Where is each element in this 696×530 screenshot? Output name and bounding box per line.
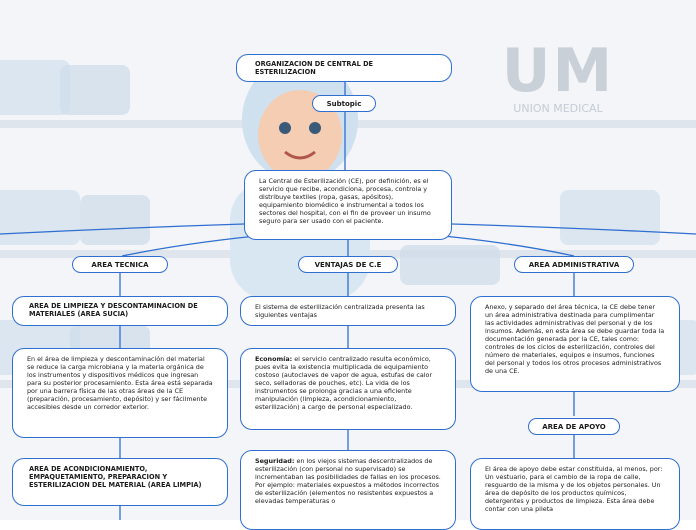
administrativa-description-node[interactable]: Anexo, y separado del área técnica, la C… — [470, 296, 680, 392]
area-limpia-title-node[interactable]: AREA DE ACONDICIONAMIENTO, EMPAQUETAMIEN… — [12, 458, 228, 506]
area-sucia-description-node[interactable]: En el área de limpieza y descontaminació… — [12, 348, 228, 438]
branch-area-tecnica[interactable]: AREA TECNICA — [72, 256, 168, 273]
subtopic-node[interactable]: Subtopic — [312, 95, 376, 112]
ventajas-intro-text: El sistema de esterilización centralizad… — [255, 303, 425, 319]
seguridad-node[interactable]: Seguridad: en los viejos sistemas descen… — [240, 450, 456, 530]
economia-node[interactable]: Economía: el servicio centralizado resul… — [240, 348, 456, 430]
branch-area-administrativa[interactable]: AREA ADMINISTRATIVA — [514, 256, 634, 273]
ventajas-intro-node[interactable]: El sistema de esterilización centralizad… — [240, 296, 456, 326]
branch-area-apoyo[interactable]: AREA DE APOYO — [528, 418, 620, 435]
administrativa-description: Anexo, y separado del área técnica, la C… — [485, 303, 665, 375]
logo-mark: UM — [501, 36, 615, 106]
root-topic-title: ORGANIZACION DE CENTRAL DE ESTERILIZACIO… — [255, 60, 374, 76]
area-sucia-description: En el área de limpieza y descontaminació… — [27, 355, 213, 411]
economia-text: el servicio centralizado resulta económi… — [255, 355, 433, 411]
area-limpia-title: AREA DE ACONDICIONAMIENTO, EMPAQUETAMIEN… — [29, 465, 202, 489]
apoyo-description-node[interactable]: El área de apoyo debe estar constituida,… — [470, 458, 680, 530]
area-sucia-title: AREA DE LIMPIEZA Y DESCONTAMINACION DE M… — [29, 302, 198, 318]
branch-area-apoyo-label: AREA DE APOYO — [542, 422, 606, 431]
branch-area-administrativa-label: AREA ADMINISTRATIVA — [528, 260, 620, 269]
branch-area-tecnica-label: AREA TECNICA — [91, 260, 149, 269]
branch-ventajas-label: VENTAJAS DE C.E — [314, 260, 382, 269]
subtopic-label: Subtopic — [326, 99, 362, 108]
union-medical-logo: UM UNION MEDICAL — [478, 40, 638, 120]
apoyo-description: El área de apoyo debe estar constituida,… — [485, 465, 663, 513]
branch-ventajas[interactable]: VENTAJAS DE C.E — [298, 256, 398, 273]
seguridad-label: Seguridad: — [255, 457, 295, 465]
logo-text: UNION MEDICAL — [513, 102, 603, 115]
economia-label: Economía: — [255, 355, 293, 363]
definition-text: La Central de Esterilización (CE), por d… — [259, 177, 431, 225]
definition-node[interactable]: La Central de Esterilización (CE), por d… — [244, 170, 452, 240]
root-topic[interactable]: ORGANIZACION DE CENTRAL DE ESTERILIZACIO… — [236, 54, 452, 82]
area-sucia-title-node[interactable]: AREA DE LIMPIEZA Y DESCONTAMINACION DE M… — [12, 296, 228, 326]
seguridad-text: en los viejos sistemas descentralizados … — [255, 457, 441, 505]
